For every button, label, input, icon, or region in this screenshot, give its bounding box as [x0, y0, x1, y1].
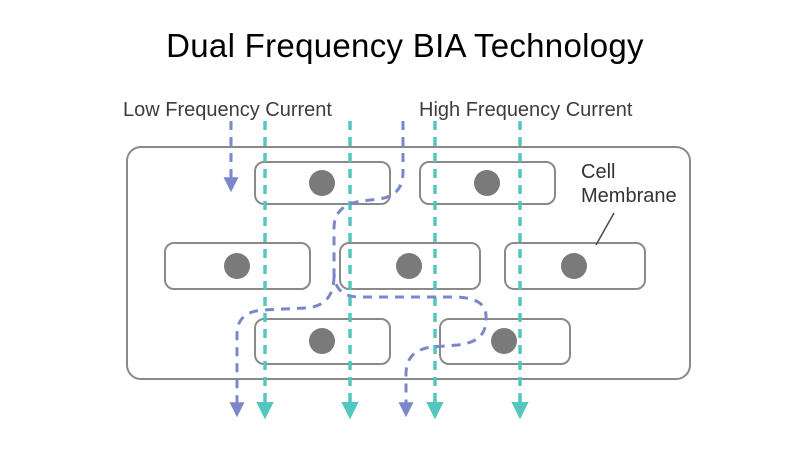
high-frequency-current-arrows [256, 121, 529, 420]
nucleus [491, 328, 517, 354]
cell [504, 242, 646, 290]
nucleus [309, 170, 335, 196]
cell-nuclei [224, 170, 587, 354]
nucleus [224, 253, 250, 279]
cell [254, 161, 391, 205]
nucleus [561, 253, 587, 279]
nucleus [309, 328, 335, 354]
cells [164, 161, 646, 365]
low-frequency-branch-path-icon [229, 275, 336, 418]
high-frequency-label: High Frequency Current [419, 99, 633, 121]
cell [339, 242, 481, 290]
cell [439, 318, 571, 365]
cell-membrane-label: Cell Membrane [581, 161, 677, 207]
tissue-outline [126, 146, 691, 380]
low-frequency-weave-path-icon [332, 121, 488, 418]
cell [254, 318, 391, 365]
low-frequency-label: Low Frequency Current [123, 99, 332, 121]
membrane-pointer-line [595, 212, 615, 246]
cell [419, 161, 556, 205]
low-frequency-current-arrows [223, 121, 488, 418]
cell [164, 242, 311, 290]
nucleus [474, 170, 500, 196]
nucleus [396, 253, 422, 279]
page-title: Dual Frequency BIA Technology [166, 27, 644, 64]
